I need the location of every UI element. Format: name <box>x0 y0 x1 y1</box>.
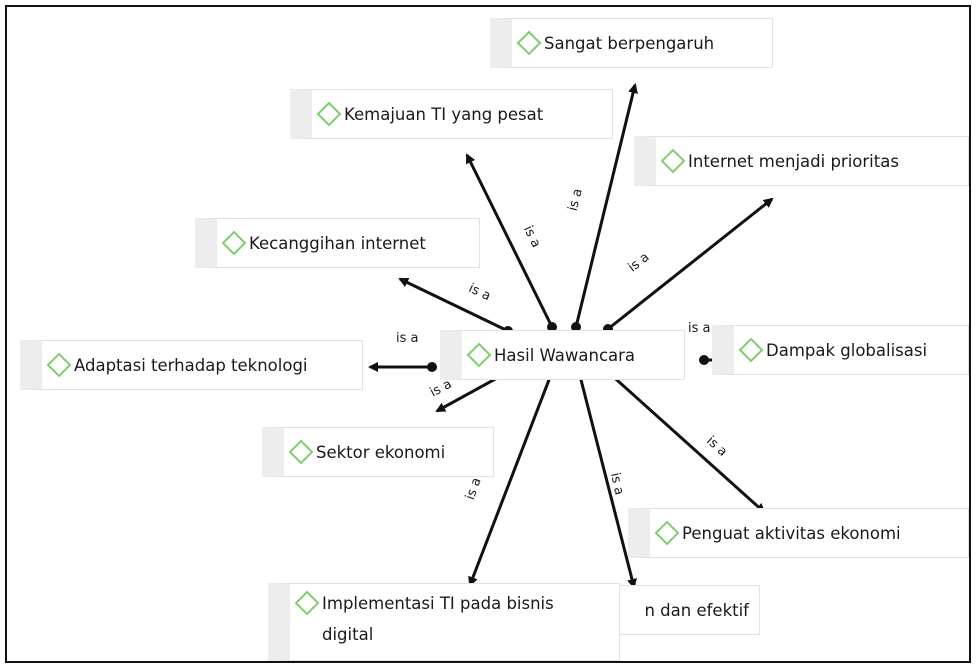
edge-sangat-berpengaruh[interactable] <box>571 83 638 332</box>
edge-kecanggihan-internet[interactable] <box>398 277 513 336</box>
node-label: Implementasi TI pada bisnis digital <box>322 594 554 644</box>
edge-label: is a <box>396 331 419 346</box>
node-internet-prioritas[interactable]: Internet menjadi prioritas <box>634 136 969 186</box>
node-label: Sektor ekonomi <box>316 442 446 462</box>
node-sangat-berpengaruh[interactable]: Sangat berpengaruh <box>490 18 773 68</box>
node-sektor-ekonomi[interactable]: Sektor ekonomi <box>262 427 494 477</box>
diamond-outline-icon <box>221 230 247 256</box>
node-penguat-aktivitas[interactable]: Penguat aktivitas ekonomi <box>628 508 969 558</box>
node-label: Penguat aktivitas ekonomi <box>682 523 901 543</box>
edge-adaptasi-teknologi[interactable] <box>368 362 437 372</box>
node-adaptasi-teknologi[interactable]: Adaptasi terhadap teknologi <box>20 340 363 390</box>
node-label: Adaptasi terhadap teknologi <box>74 355 308 375</box>
diamond-outline-icon <box>516 30 542 56</box>
edge-penguat-aktivitas[interactable] <box>603 367 766 514</box>
diamond-outline-icon <box>46 352 72 378</box>
edge-efisien-efektif[interactable] <box>574 367 637 589</box>
node-label: Kemajuan TI yang pesat <box>344 104 544 124</box>
node-label: Kecanggihan internet <box>249 233 426 253</box>
node-implementasi-ti[interactable]: Implementasi TI pada bisnis digital <box>268 583 620 661</box>
diamond-outline-icon <box>294 590 320 616</box>
node-label: Sangat berpengaruh <box>544 33 715 53</box>
diamond-outline-icon <box>466 342 492 368</box>
node-label: Dampak globalisasi <box>766 340 928 360</box>
node-kecanggihan-internet[interactable]: Kecanggihan internet <box>195 218 480 268</box>
node-label-partial: n dan efektif <box>644 600 749 620</box>
node-label: Internet menjadi prioritas <box>688 151 899 171</box>
node-dampak-globalisasi[interactable]: Dampak globalisasi <box>712 325 969 375</box>
node-hasil-wawancara[interactable]: Hasil Wawancara <box>440 330 685 380</box>
edge-label: is a <box>688 321 711 336</box>
node-kemajuan-ti[interactable]: Kemajuan TI yang pesat <box>290 89 613 139</box>
diamond-outline-icon <box>288 439 314 465</box>
diamond-outline-icon <box>654 520 680 546</box>
diamond-outline-icon <box>660 148 686 174</box>
diamond-outline-icon <box>316 101 342 127</box>
edge-kemajuan-ti[interactable] <box>465 153 557 332</box>
diamond-outline-icon <box>738 337 764 363</box>
center-node-label: Hasil Wawancara <box>494 345 636 365</box>
